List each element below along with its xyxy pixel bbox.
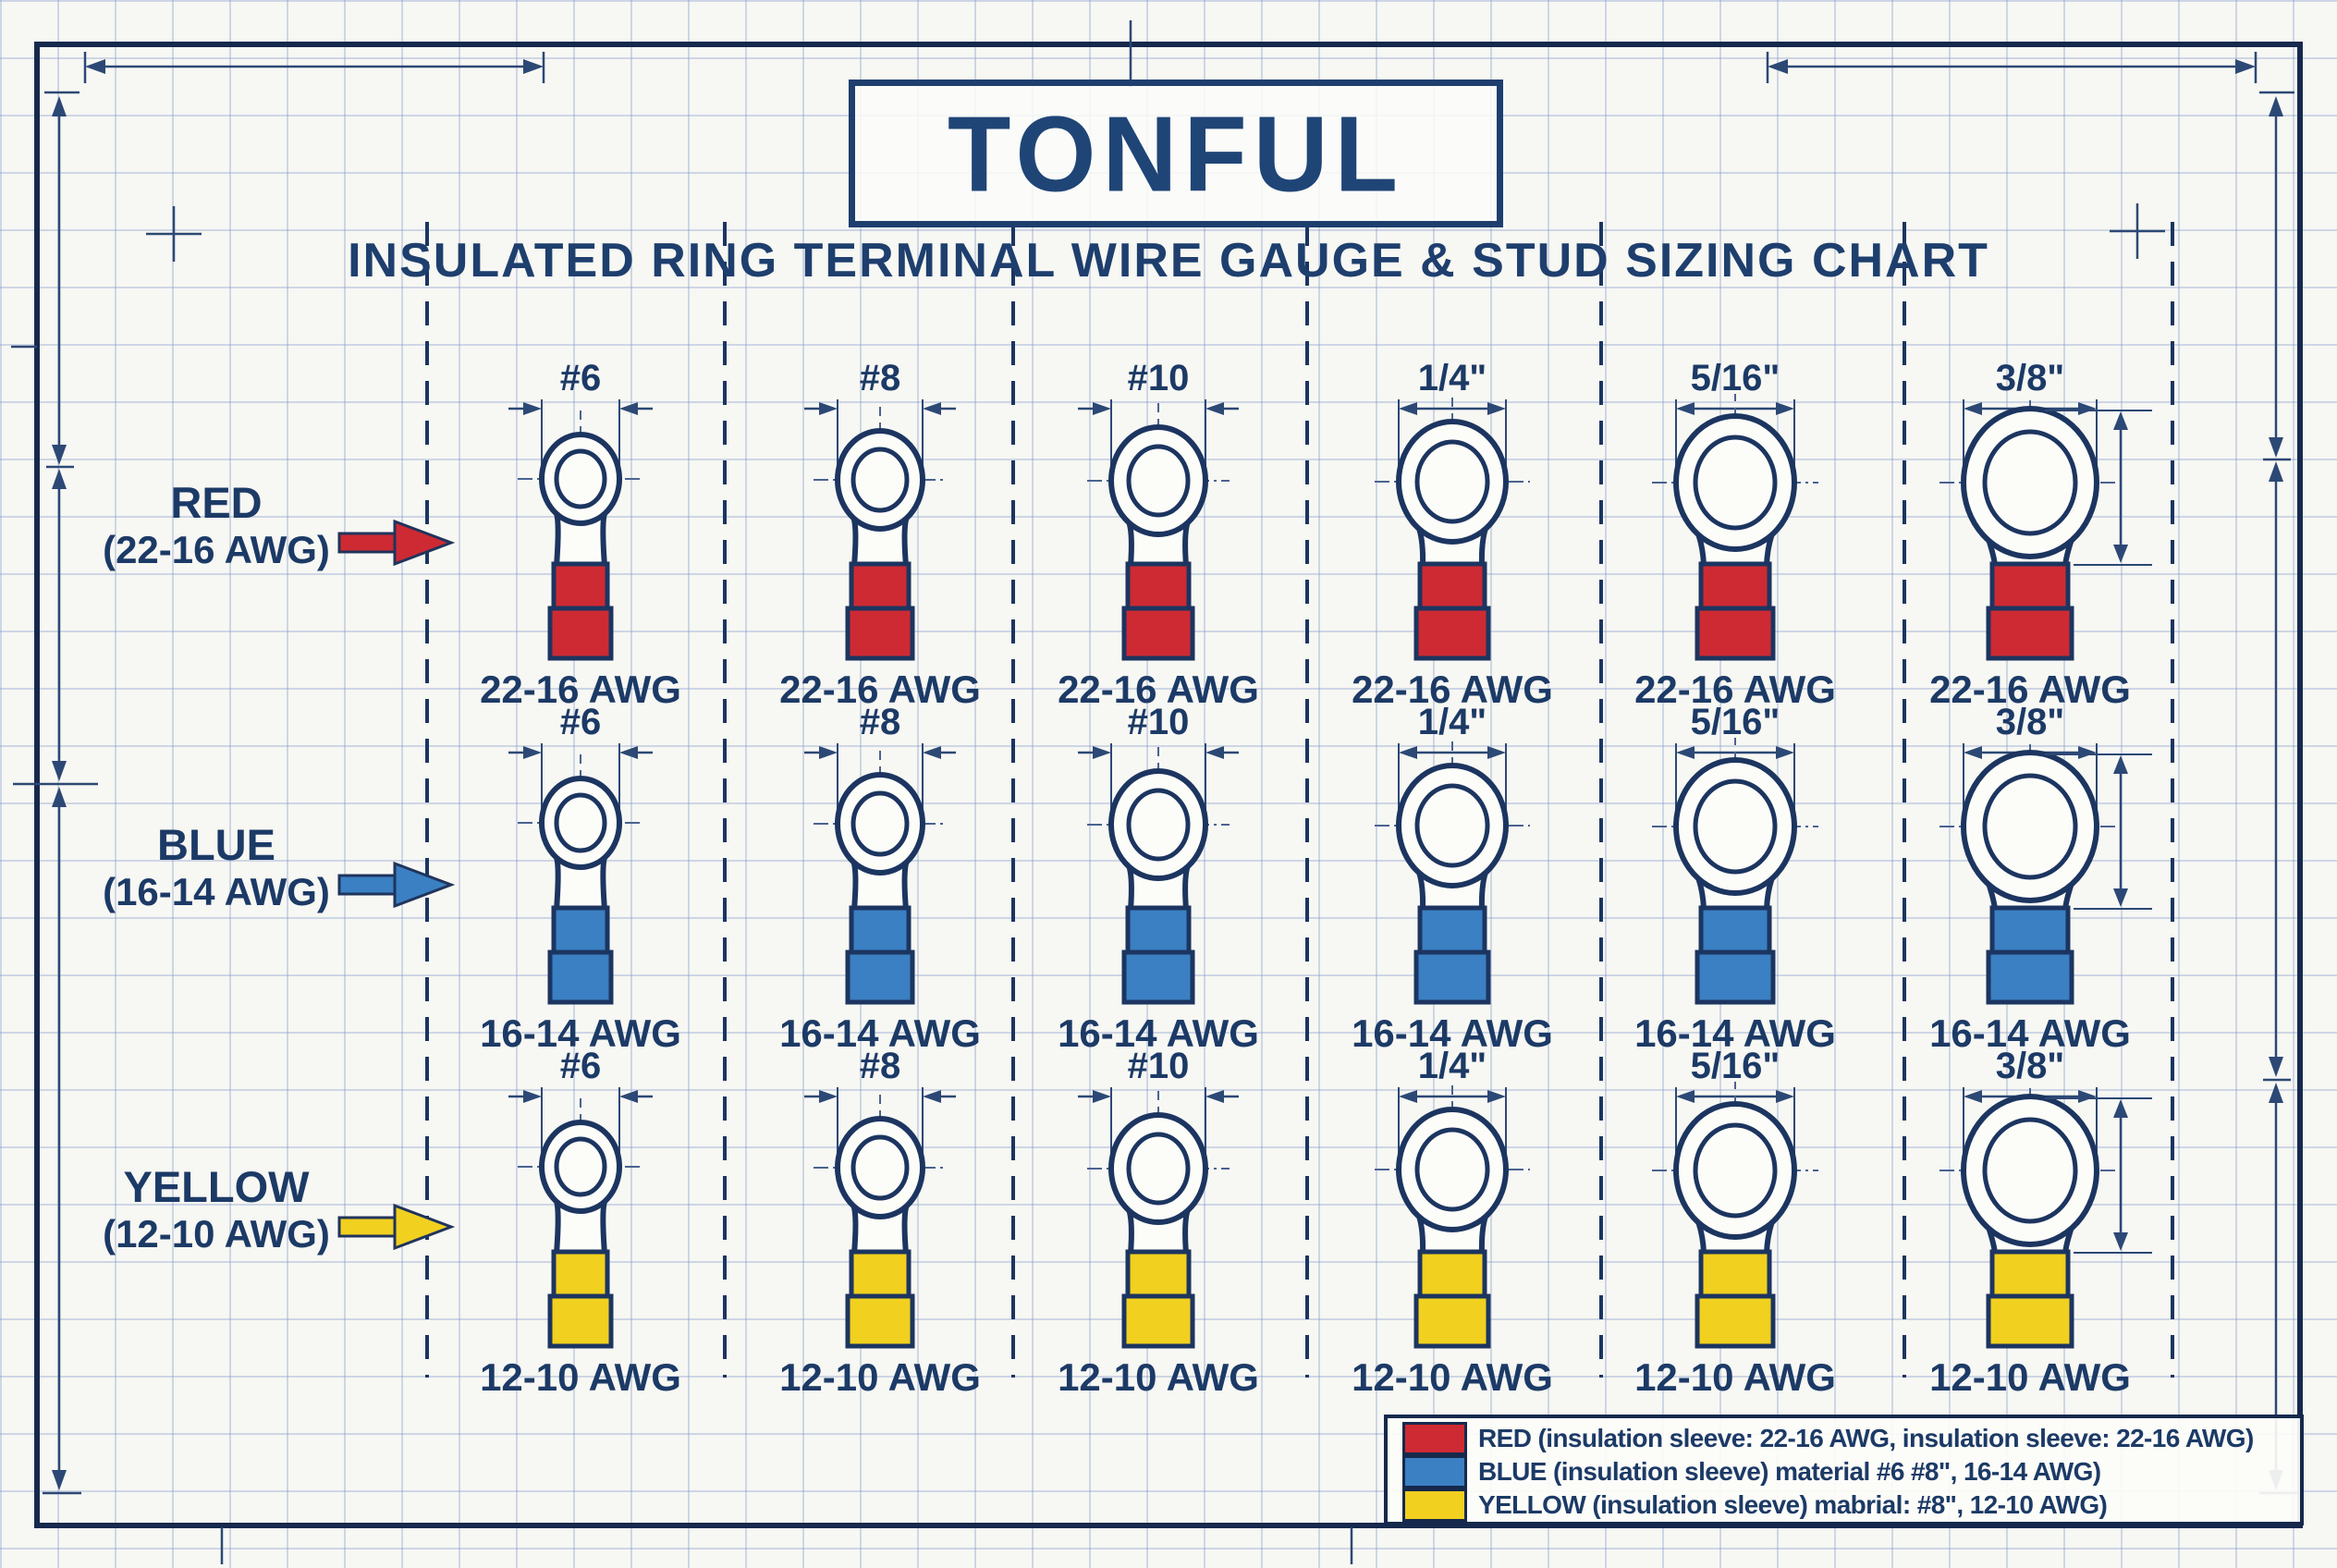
stud-size-label: #8 bbox=[859, 358, 901, 398]
stud-size-label: #10 bbox=[1127, 1046, 1190, 1086]
awg-label: 16-14 AWG bbox=[779, 1011, 981, 1055]
row-arrow-icon bbox=[337, 861, 456, 909]
legend-item: BLUE (insulation sleeve) material #6 #8"… bbox=[1388, 1455, 2300, 1488]
terminal-cell: #10 22-16 AWG bbox=[1010, 358, 1306, 712]
terminal-cell: 3/8" 16-14 AWG bbox=[1882, 702, 2178, 1056]
ring-terminal-drawing bbox=[508, 743, 653, 1005]
awg-label: 22-16 AWG bbox=[1634, 668, 1836, 711]
stud-size-label: 3/8" bbox=[1995, 702, 2065, 742]
awg-label: 16-14 AWG bbox=[1058, 1011, 1259, 1055]
legend-swatch bbox=[1402, 1422, 1467, 1455]
terminal-cell: 5/16" 12-10 AWG bbox=[1587, 1046, 1883, 1400]
legend-label: YELLOW (insulation sleeve) mabrial: #8",… bbox=[1478, 1490, 2108, 1519]
terminal-cell: 3/8" 12-10 AWG bbox=[1882, 1046, 2178, 1400]
ring-terminal-drawing bbox=[1078, 743, 1239, 1005]
stud-size-label: #6 bbox=[559, 358, 602, 398]
ring-terminal-drawing bbox=[1652, 1082, 1818, 1349]
ring-terminal-drawing bbox=[1078, 399, 1239, 661]
stud-size-label: 5/16" bbox=[1690, 358, 1780, 398]
terminal-cell: 5/16" 16-14 AWG bbox=[1587, 702, 1883, 1056]
stud-size-label: 5/16" bbox=[1690, 1046, 1780, 1086]
awg-label: 12-10 AWG bbox=[1352, 1355, 1553, 1399]
awg-label: 22-16 AWG bbox=[1929, 668, 2131, 711]
ring-terminal-drawing bbox=[508, 1087, 653, 1349]
awg-label: 16-14 AWG bbox=[1929, 1011, 2131, 1055]
ring-terminal-drawing bbox=[804, 743, 956, 1005]
row-arrow-icon bbox=[337, 1203, 456, 1251]
stud-size-label: 1/4" bbox=[1417, 358, 1487, 398]
terminal-cell: 3/8" 22-16 AWG bbox=[1882, 358, 2178, 712]
stud-size-label: #8 bbox=[859, 702, 901, 742]
awg-label: 16-14 AWG bbox=[480, 1011, 681, 1055]
stud-size-label: #8 bbox=[859, 1046, 901, 1086]
row-label-blue: BLUE(16-14 AWG) bbox=[59, 821, 503, 941]
awg-label: 22-16 AWG bbox=[1058, 668, 1259, 711]
stud-size-label: 5/16" bbox=[1690, 702, 1780, 742]
stud-size-label: 1/4" bbox=[1417, 702, 1487, 742]
terminal-cell: 5/16" 22-16 AWG bbox=[1587, 358, 1883, 712]
row-awg-range: (16-14 AWG) bbox=[103, 870, 330, 913]
ring-terminal-drawing bbox=[1375, 1085, 1530, 1349]
ring-terminal-drawing bbox=[1375, 741, 1530, 1005]
stud-size-label: 3/8" bbox=[1995, 1046, 2065, 1086]
awg-label: 22-16 AWG bbox=[779, 668, 981, 711]
stud-size-label: #6 bbox=[559, 702, 602, 742]
legend-label: RED (insulation sleeve: 22-16 AWG, insul… bbox=[1478, 1424, 2254, 1452]
legend-item: YELLOW (insulation sleeve) mabrial: #8",… bbox=[1388, 1488, 2300, 1522]
awg-label: 12-10 AWG bbox=[779, 1355, 981, 1399]
terminal-cell: #8 12-10 AWG bbox=[732, 1046, 1028, 1400]
row-color-name: RED bbox=[170, 478, 263, 527]
ring-terminal-drawing bbox=[804, 1087, 956, 1349]
terminal-cell: #6 22-16 AWG bbox=[433, 358, 728, 712]
legend-box: RED (insulation sleeve: 22-16 AWG, insul… bbox=[1384, 1415, 2304, 1525]
awg-label: 16-14 AWG bbox=[1634, 1011, 1836, 1055]
ring-terminal-drawing bbox=[1939, 738, 2152, 1005]
ring-terminal-drawing bbox=[1652, 738, 1818, 1005]
stud-size-label: 3/8" bbox=[1995, 358, 2065, 398]
ring-terminal-drawing bbox=[508, 399, 653, 661]
awg-label: 22-16 AWG bbox=[1352, 668, 1553, 711]
row-awg-range: (12-10 AWG) bbox=[103, 1212, 330, 1256]
ring-terminal-drawing bbox=[1078, 1087, 1239, 1349]
stud-size-label: 1/4" bbox=[1417, 1046, 1487, 1086]
row-arrow-icon bbox=[337, 519, 456, 567]
ring-terminal-drawing bbox=[1939, 394, 2152, 661]
row-color-name: BLUE bbox=[157, 820, 275, 869]
stud-size-label: #10 bbox=[1127, 358, 1190, 398]
row-label-red: RED(22-16 AWG) bbox=[59, 479, 503, 599]
terminal-cell: #10 12-10 AWG bbox=[1010, 1046, 1306, 1400]
row-awg-range: (22-16 AWG) bbox=[103, 528, 330, 571]
ring-terminal-drawing bbox=[804, 399, 956, 661]
page-title: INSULATED RING TERMINAL WIRE GAUGE & STU… bbox=[348, 234, 1989, 288]
terminal-cell: 1/4" 12-10 AWG bbox=[1304, 1046, 1600, 1400]
terminal-cell: #10 16-14 AWG bbox=[1010, 702, 1306, 1056]
row-color-name: YELLOW bbox=[123, 1162, 310, 1211]
terminal-cell: #6 12-10 AWG bbox=[433, 1046, 728, 1400]
ring-terminal-drawing bbox=[1375, 398, 1530, 661]
ring-terminal-drawing bbox=[1652, 394, 1818, 661]
awg-label: 12-10 AWG bbox=[1929, 1355, 2131, 1399]
awg-label: 16-14 AWG bbox=[1352, 1011, 1553, 1055]
terminal-cell: 1/4" 22-16 AWG bbox=[1304, 358, 1600, 712]
awg-label: 12-10 AWG bbox=[1634, 1355, 1836, 1399]
brand-logo-text: TONFUL bbox=[947, 93, 1405, 214]
awg-label: 12-10 AWG bbox=[1058, 1355, 1259, 1399]
legend-swatch bbox=[1402, 1488, 1467, 1522]
row-label-yellow: YELLOW(12-10 AWG) bbox=[59, 1163, 503, 1283]
legend-swatch bbox=[1402, 1455, 1467, 1488]
terminal-cell: #8 16-14 AWG bbox=[732, 702, 1028, 1056]
terminal-cell: #6 16-14 AWG bbox=[433, 702, 728, 1056]
stud-size-label: #10 bbox=[1127, 702, 1190, 742]
stud-size-label: #6 bbox=[559, 1046, 602, 1086]
legend-label: BLUE (insulation sleeve) material #6 #8"… bbox=[1478, 1457, 2101, 1486]
terminal-cell: 1/4" 16-14 AWG bbox=[1304, 702, 1600, 1056]
brand-logo-box: TONFUL bbox=[849, 80, 1503, 227]
awg-label: 12-10 AWG bbox=[480, 1355, 681, 1399]
awg-label: 22-16 AWG bbox=[480, 668, 681, 711]
ring-terminal-drawing bbox=[1939, 1082, 2152, 1349]
legend-item: RED (insulation sleeve: 22-16 AWG, insul… bbox=[1388, 1422, 2300, 1455]
terminal-cell: #8 22-16 AWG bbox=[732, 358, 1028, 712]
